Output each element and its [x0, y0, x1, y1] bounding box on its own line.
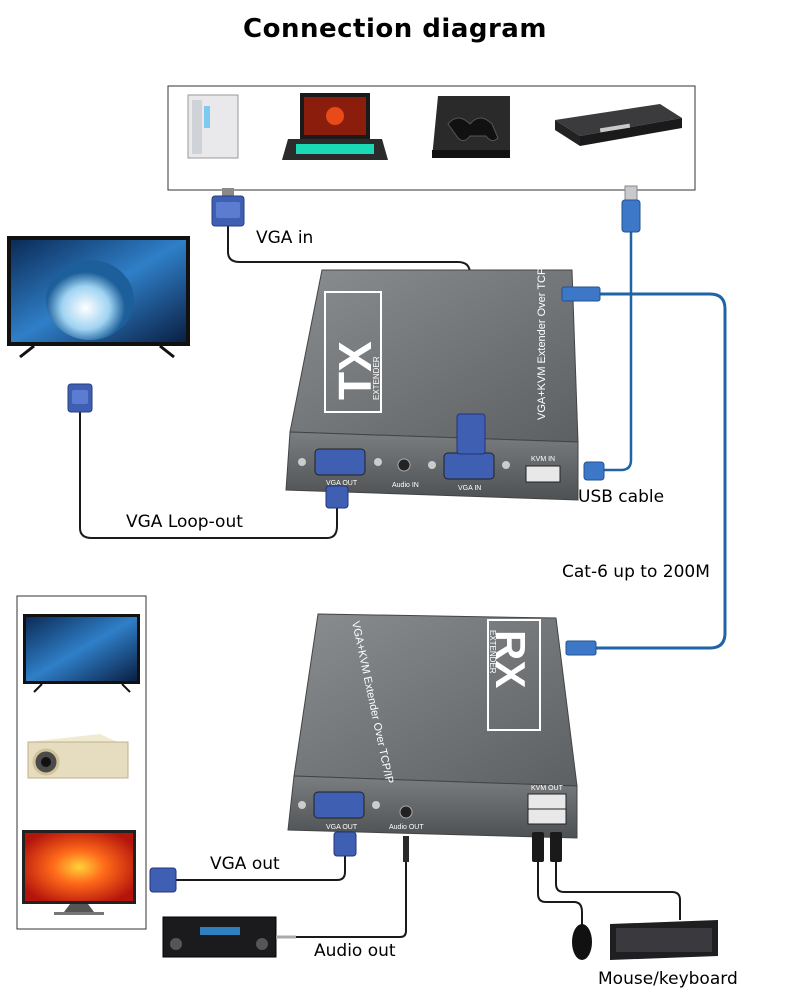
- usb-connector-icon: [583, 461, 605, 481]
- audio-jack-icon: [403, 836, 409, 862]
- vga-in-label: VGA in: [256, 228, 314, 248]
- tx-kvm-in-port: [525, 465, 561, 483]
- vga-connector-icon: [456, 413, 486, 455]
- cat6-cable: [592, 292, 727, 650]
- vga-connector-icon: [211, 188, 245, 227]
- tx-extender-device: TX EXTENDER VGA+KVM Extender Over TCP/IP…: [285, 254, 605, 509]
- tx-port-label: VGA IN: [458, 485, 481, 492]
- mouse-cable: [537, 862, 583, 926]
- rx-badge: RX: [487, 630, 534, 688]
- rx-extender-device: RX EXTENDER VGA+KVM Extender Over TCP/IP…: [287, 613, 597, 862]
- vga-connector-icon: [149, 867, 177, 893]
- tx-audio-in-port: [397, 458, 411, 472]
- diagram-title: Connection diagram: [243, 14, 547, 44]
- vga-in-cable: [227, 226, 471, 416]
- tv-icon: [23, 614, 140, 693]
- rx-port-label: Audio OUT: [389, 824, 424, 831]
- vga-connector-icon: [325, 485, 349, 509]
- ethernet-connector-icon: [565, 640, 597, 656]
- keyboard-cable: [555, 862, 681, 920]
- usb-cable-label: USB cable: [578, 487, 665, 507]
- ethernet-connector-icon: [561, 286, 601, 302]
- vga-loop-out-cable: [79, 410, 338, 539]
- vga-connector-icon: [333, 831, 357, 857]
- vga-connector-icon: [67, 383, 93, 413]
- tx-vga-out-port: [314, 448, 366, 476]
- display-devices-box: [16, 595, 147, 930]
- tx-port-label: VGA OUT: [326, 480, 358, 487]
- dvd-player-icon: [555, 104, 682, 146]
- game-console-icon: [432, 96, 510, 158]
- tx-badge-sub: EXTENDER: [372, 356, 381, 400]
- rx-vga-out-port: [313, 791, 365, 819]
- pc-tower-icon: [187, 94, 239, 159]
- tx-badge: TX: [329, 341, 381, 400]
- usb-connector-icon: [550, 832, 562, 862]
- vga-out-label: VGA out: [210, 854, 280, 874]
- tx-vga-in-port: [443, 452, 495, 480]
- vga-out-cable: [175, 856, 346, 881]
- usb-cable: [600, 232, 633, 472]
- mouse-keyboard-label: Mouse/keyboard: [598, 969, 738, 989]
- tx-port-label: KVM IN: [531, 456, 555, 463]
- rx-badge-sub: EXTENDER: [488, 630, 497, 674]
- tx-port-label: Audio IN: [392, 482, 419, 489]
- audio-amplifier-icon: [162, 916, 296, 958]
- rx-audio-out-port: [399, 805, 413, 819]
- keyboard-icon: [610, 920, 718, 960]
- cat6-label: Cat-6 up to 200M: [562, 562, 710, 582]
- mouse-icon: [572, 924, 592, 960]
- vga-loop-out-label: VGA Loop-out: [126, 512, 243, 532]
- audio-out-cable: [280, 862, 407, 938]
- monitor-icon: [22, 830, 136, 915]
- rx-port-label: VGA OUT: [326, 824, 358, 831]
- source-devices-box: [167, 85, 696, 191]
- rx-port-label: KVM OUT: [531, 785, 564, 792]
- laptop-icon: [282, 93, 388, 160]
- audio-out-label: Audio out: [314, 941, 396, 961]
- usb-connector-icon: [532, 832, 544, 862]
- tv-monitor-icon: [7, 236, 190, 359]
- usb-connector-icon: [621, 185, 641, 233]
- projector-icon: [27, 734, 129, 779]
- tx-product-text: VGA+KVM Extender Over TCP/IP: [536, 254, 548, 420]
